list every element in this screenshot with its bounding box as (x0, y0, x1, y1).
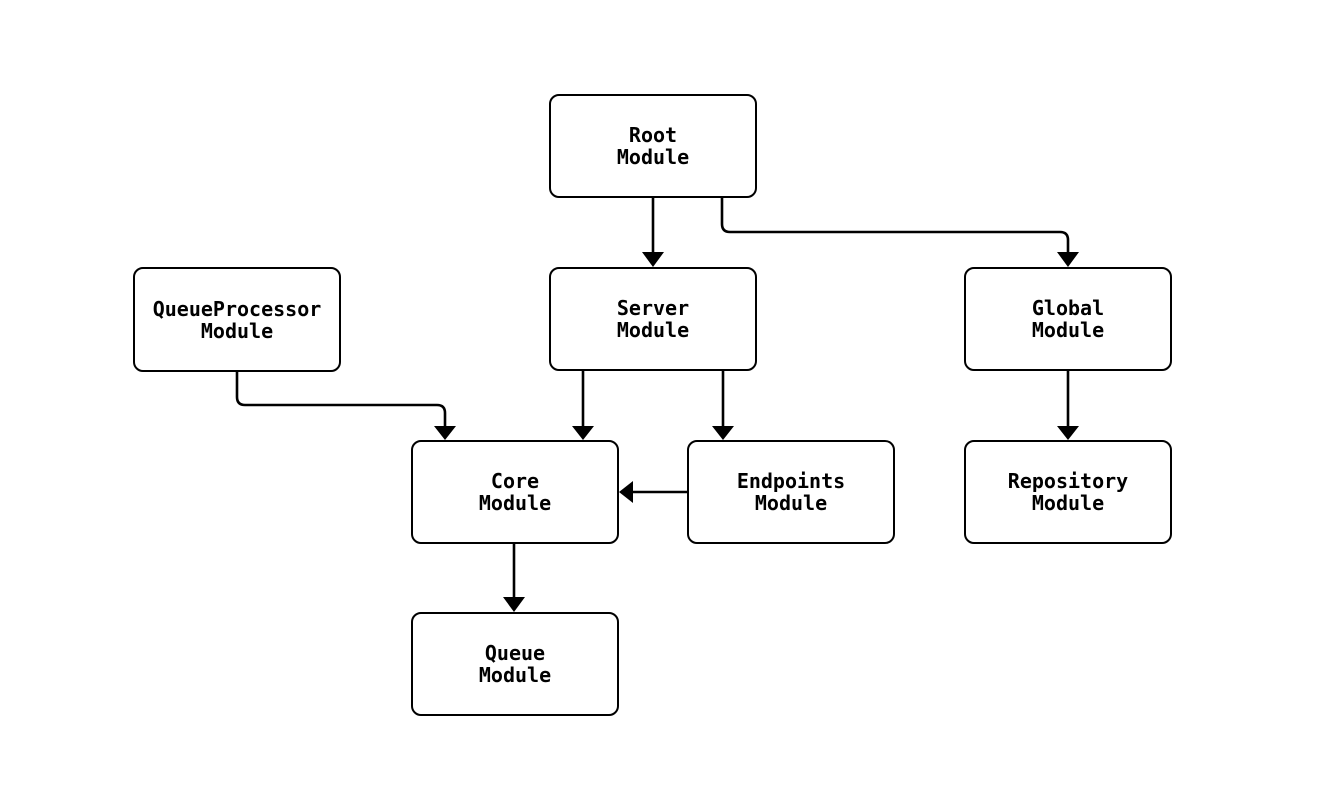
node-root-module: Root Module (549, 94, 757, 198)
node-endpoints-module: Endpoints Module (687, 440, 895, 544)
node-label: Queue Module (478, 641, 552, 687)
arrowhead-icon (572, 426, 594, 440)
arrowhead-icon (712, 426, 734, 440)
arrowhead-icon (434, 426, 456, 440)
node-server-module: Server Module (549, 267, 757, 371)
edge-server-to-core (572, 371, 594, 440)
edge-root-to-server (642, 198, 664, 267)
node-label: QueueProcessor Module (152, 296, 322, 343)
arrowhead-icon (619, 481, 633, 503)
edge-root-to-global (720, 198, 1079, 267)
arrowhead-icon (503, 597, 525, 612)
node-global-module: Global Module (964, 267, 1172, 371)
edge-global-to-repository (1057, 371, 1079, 440)
node-repository-module: Repository Module (964, 440, 1172, 544)
node-label: Global Module (1031, 296, 1105, 342)
edge-core-to-queue (503, 544, 525, 612)
edge-endpoints-to-core (619, 481, 687, 503)
node-core-module: Core Module (411, 440, 619, 544)
edge-server-to-endpoints (712, 371, 734, 440)
node-label: Root Module (616, 123, 690, 169)
edge-line (235, 372, 447, 427)
node-queue-module: Queue Module (411, 612, 619, 716)
node-label: Core Module (478, 469, 552, 515)
arrowhead-icon (1057, 252, 1079, 267)
edge-queueprocessor-to-core (235, 372, 456, 440)
node-label: Endpoints Module (736, 469, 846, 515)
node-label: Repository Module (1007, 469, 1129, 515)
node-queueprocessor-module: QueueProcessor Module (133, 267, 341, 372)
node-label: Server Module (616, 296, 690, 342)
arrowhead-icon (1057, 426, 1079, 440)
arrowhead-icon (642, 252, 664, 267)
edge-line (720, 198, 1070, 253)
